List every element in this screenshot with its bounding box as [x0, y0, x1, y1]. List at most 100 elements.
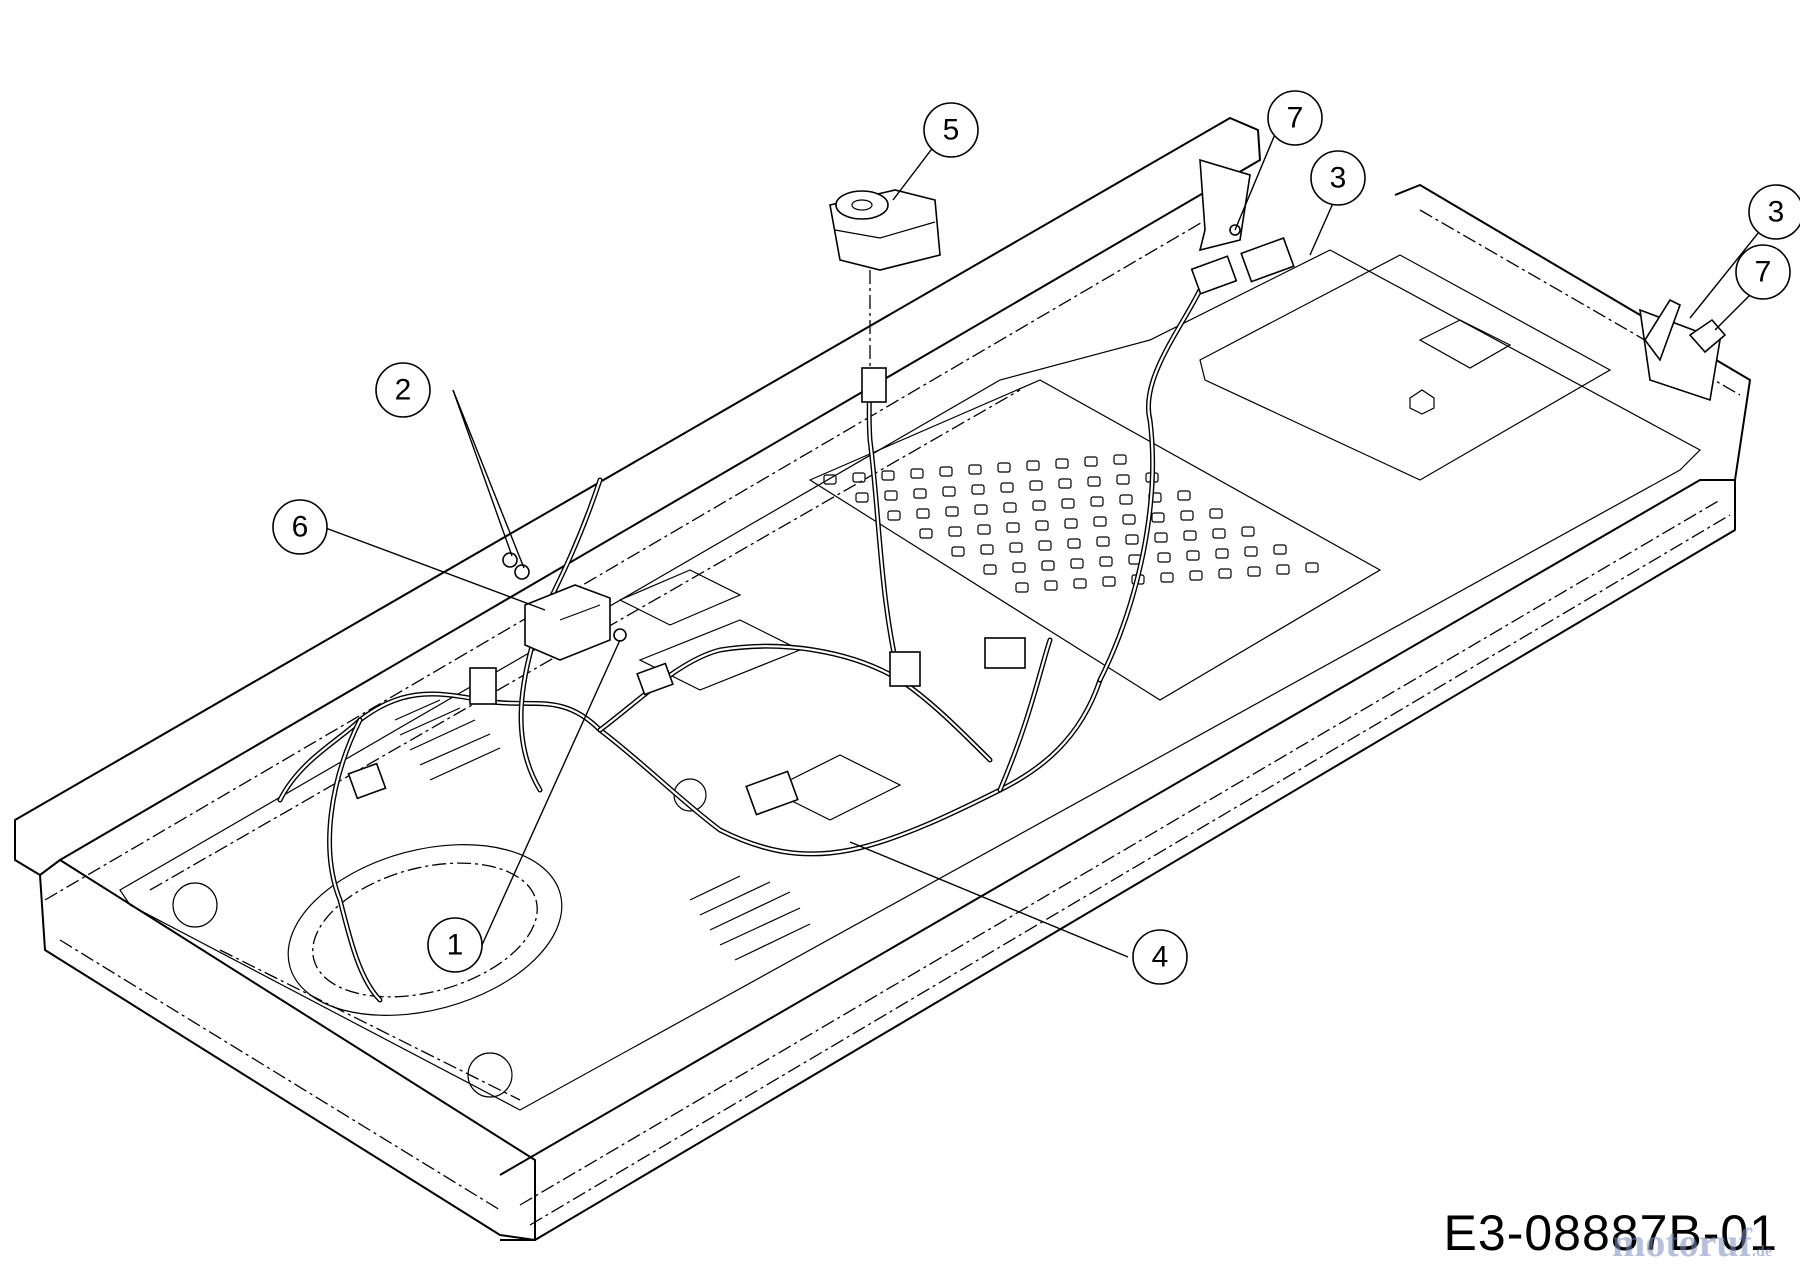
mat-grid-square: [1212, 528, 1226, 539]
mat-grid-square: [910, 468, 924, 479]
mat-grid-square: [1055, 458, 1069, 469]
drawing-code: E3-08887B-01: [1443, 1205, 1778, 1261]
mat-grid-square: [1090, 496, 1104, 507]
mat-grid-square: [1038, 540, 1052, 551]
watermark: motoruf.de: [1612, 1219, 1772, 1266]
chassis-frame: [14, 117, 1751, 1241]
callout-6: 6: [272, 499, 328, 555]
mat-grid-square: [1125, 534, 1139, 545]
mat-grid-square: [1087, 476, 1101, 487]
mat-grid-square: [942, 486, 956, 497]
mat-grid-square: [971, 484, 985, 495]
svg-text:6: 6: [292, 511, 309, 544]
callout-3b: 3: [1748, 184, 1800, 240]
mat-grid-square: [1160, 572, 1174, 583]
mat-grid-square: [939, 466, 953, 477]
mat-grid-square: [1122, 514, 1136, 525]
svg-text:3: 3: [1768, 196, 1785, 229]
mat-grid-square: [945, 506, 959, 517]
callout-1: 1: [427, 917, 483, 973]
mat-grid-square: [1084, 456, 1098, 467]
mat-grid-square: [1000, 482, 1014, 493]
mat-grid-square: [1151, 512, 1165, 523]
mat-grid-square: [1189, 570, 1203, 581]
mat-grid-square: [852, 472, 866, 483]
callout-3a: 3: [1310, 150, 1366, 206]
callouts: 1 2 3 3 4 5 6 7 7: [272, 90, 1800, 985]
mat-grid-square: [1099, 556, 1113, 567]
watermark-text: motoruf: [1612, 1220, 1752, 1265]
mat-grid-square: [855, 492, 869, 503]
svg-text:1: 1: [447, 929, 464, 962]
floor-mat-grid: [823, 454, 1319, 593]
callout-7b: 7: [1735, 244, 1791, 300]
mat-grid-square: [1009, 542, 1023, 553]
mat-grid-square: [1102, 576, 1116, 587]
mat-grid-square: [1209, 508, 1223, 519]
wiring-harness: [277, 287, 1203, 1003]
leader-lines: [322, 114, 1776, 958]
callout-7a: 7: [1267, 90, 1323, 146]
mat-grid-square: [1305, 562, 1319, 573]
mat-grid-square: [1012, 562, 1026, 573]
mat-grid-square: [1215, 548, 1229, 559]
mat-grid-square: [1154, 532, 1168, 543]
mat-grid-square: [916, 508, 930, 519]
mat-grid-square: [1273, 544, 1287, 555]
mat-grid-square: [881, 470, 895, 481]
mat-grid-square: [823, 474, 837, 485]
mat-grid-square: [1180, 510, 1194, 521]
svg-text:3: 3: [1330, 162, 1347, 195]
mat-grid-square: [1058, 478, 1072, 489]
callout-2: 2: [375, 362, 431, 418]
callout-4: 4: [1132, 929, 1188, 985]
mat-grid-square: [1064, 518, 1078, 529]
mat-grid-square: [1015, 582, 1029, 593]
mat-grid-square: [1247, 566, 1261, 577]
mat-grid-square: [997, 462, 1011, 473]
switch-assembly: [502, 552, 627, 661]
svg-text:5: 5: [943, 114, 960, 147]
mat-grid-square: [1186, 550, 1200, 561]
mat-grid-square: [1218, 568, 1232, 579]
mat-grid-square: [974, 504, 988, 515]
floor-mat: [808, 379, 1382, 701]
mat-grid-square: [980, 544, 994, 555]
mat-grid-square: [951, 546, 965, 557]
mat-grid-square: [1035, 520, 1049, 531]
mat-grid-square: [977, 524, 991, 535]
callout-5: 5: [923, 102, 979, 158]
mat-grid-square: [983, 564, 997, 575]
mat-grid-square: [1244, 546, 1258, 557]
mat-grid-square: [1157, 552, 1171, 563]
mat-grid-square: [1183, 530, 1197, 541]
mat-grid-square: [1113, 454, 1127, 465]
right-connectors: [1190, 224, 1727, 362]
mat-grid-square: [1032, 500, 1046, 511]
mat-grid-square: [1241, 526, 1255, 537]
mat-grid-square: [919, 528, 933, 539]
svg-text:7: 7: [1755, 256, 1772, 289]
mat-grid-square: [1119, 494, 1133, 505]
mat-grid-square: [1093, 516, 1107, 527]
mat-grid-square: [1026, 460, 1040, 471]
mat-grid-square: [1096, 536, 1110, 547]
svg-text:4: 4: [1152, 941, 1169, 974]
mat-grid-square: [1029, 480, 1043, 491]
mat-grid-square: [884, 490, 898, 501]
mat-grid-square: [1006, 522, 1020, 533]
mat-grid-square: [968, 464, 982, 475]
mat-grid-square: [1073, 578, 1087, 589]
mat-grid-square: [913, 488, 927, 499]
mat-grid-square: [1061, 498, 1075, 509]
mat-grid-square: [948, 526, 962, 537]
mat-grid-square: [1067, 538, 1081, 549]
mat-grid-square: [1177, 490, 1191, 501]
svg-text:7: 7: [1287, 102, 1304, 135]
mat-grid-square: [1003, 502, 1017, 513]
watermark-suffix: .de: [1752, 1243, 1772, 1260]
mat-grid-square: [1276, 564, 1290, 575]
mat-grid-square: [1116, 474, 1130, 485]
mat-grid-square: [1070, 558, 1084, 569]
